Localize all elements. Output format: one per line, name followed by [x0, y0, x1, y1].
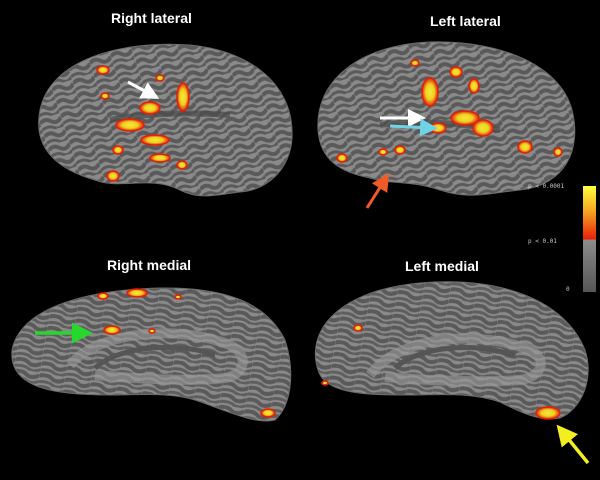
brain-left-lateral: [317, 41, 576, 209]
arrow-cyan-left-lateral: [389, 118, 438, 137]
brain-right-lateral: [38, 43, 293, 197]
panel-label-right-medial: Right medial: [107, 257, 192, 273]
panel-label-left-lateral: Left lateral: [430, 13, 501, 29]
arrow-orange-left-lateral: [365, 172, 390, 209]
arrow-white-right-lateral: [127, 80, 160, 99]
arrow-yellow-left-medial: [556, 424, 590, 465]
colorbar-label-zero: 0: [566, 286, 570, 293]
panel-label-left-medial: Left medial: [405, 258, 479, 274]
colorbar-label-high: p < 0.0001: [528, 183, 565, 190]
brain-left-medial: [314, 281, 590, 465]
colorbar-label-mid: p < 0.01: [528, 238, 557, 245]
brain-right-medial: [11, 287, 292, 422]
panel-label-right-lateral: Right lateral: [111, 10, 192, 26]
colorbar: [583, 186, 596, 292]
